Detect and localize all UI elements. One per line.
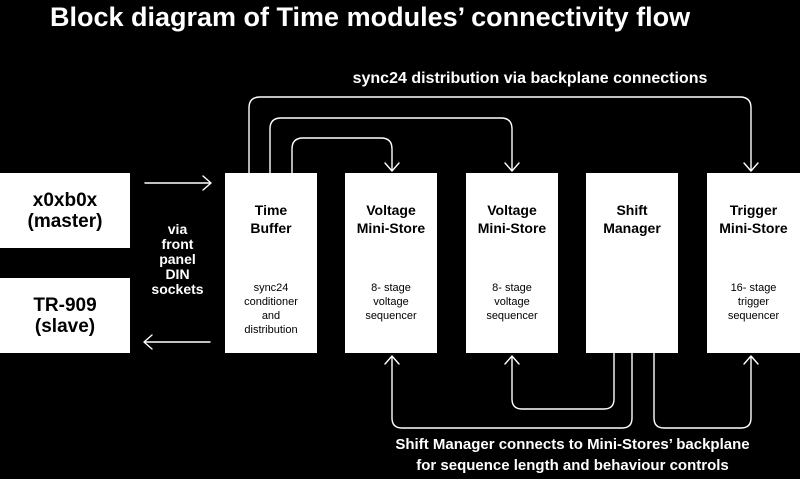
tms-name-line-1: Trigger <box>729 202 778 218</box>
via-line-1: via <box>167 221 188 237</box>
vms2-desc-line-1: 8- stage <box>492 282 532 294</box>
trigger-mini-store-module: Trigger Mini-Store 16- stage trigger seq… <box>707 173 800 353</box>
time-buffer-desc: sync24 conditioner and distribution <box>225 281 317 337</box>
voltage-mini-store-2-name: Voltage Mini-Store <box>466 201 558 237</box>
vms1-name-line-1: Voltage <box>366 202 416 218</box>
front-panel-din-label: via front panel DIN sockets <box>130 222 225 297</box>
x0xb0x-label: x0xb0x <box>32 189 98 211</box>
shift-manager-module: Shift Manager <box>586 173 678 353</box>
shift-link-voltage-mini-store-2 <box>504 352 615 410</box>
shift-manager-name-line-1: Shift <box>616 202 648 218</box>
via-line-2: front <box>161 236 194 252</box>
time-buffer-name: Time Buffer <box>225 201 317 237</box>
voltage-mini-store-1-module: Voltage Mini-Store 8- stage voltage sequ… <box>345 173 437 353</box>
tr909-label: TR-909 <box>33 294 97 316</box>
time-buffer-module: Time Buffer sync24 conditioner and distr… <box>225 173 317 353</box>
time-buffer-name-line-2: Buffer <box>250 220 292 236</box>
vms1-name-line-2: Mini-Store <box>356 220 426 236</box>
trigger-mini-store-desc: 16- stage trigger sequencer <box>707 281 800 323</box>
x0xb0x-master-box: x0xb0x (master) <box>0 173 130 248</box>
tms-desc-line-1: 16- stage <box>730 282 777 294</box>
diagram-title: Block diagram of Time modules’ connectiv… <box>50 2 691 32</box>
via-line-3: panel <box>159 251 196 267</box>
tr909-slave-box: TR-909 (slave) <box>0 278 130 353</box>
sync24-link-trigger-mini-store <box>248 96 759 174</box>
vms2-desc-line-2: voltage <box>494 296 530 308</box>
vms2-name-line-2: Mini-Store <box>477 220 547 236</box>
tms-desc-line-2: trigger <box>737 296 770 308</box>
master-label: (master) <box>27 210 103 232</box>
shift-caption-line-1: Shift Manager connects to Mini-Stores’ b… <box>395 436 750 453</box>
time-buffer-desc-line-2: conditioner <box>244 296 298 308</box>
vms2-name-line-1: Voltage <box>487 202 537 218</box>
arrow-master-to-time-buffer <box>144 175 212 191</box>
shift-manager-name-line-2: Manager <box>603 220 661 236</box>
shift-link-voltage-mini-store-1 <box>384 352 633 429</box>
via-line-4: DIN <box>165 266 190 282</box>
via-line-5: sockets <box>151 281 204 297</box>
voltage-mini-store-1-name: Voltage Mini-Store <box>345 201 437 237</box>
vms1-desc-line-2: voltage <box>373 296 409 308</box>
sync24-link-voltage-mini-store-2 <box>269 117 520 174</box>
time-buffer-desc-line-1: sync24 <box>253 282 289 294</box>
trigger-mini-store-name: Trigger Mini-Store <box>707 201 800 237</box>
slave-label: (slave) <box>34 315 96 337</box>
voltage-mini-store-2-module: Voltage Mini-Store 8- stage voltage sequ… <box>466 173 558 353</box>
tms-desc-line-3: sequencer <box>727 310 780 322</box>
time-buffer-desc-line-3: and <box>261 310 281 322</box>
voltage-mini-store-1-desc: 8- stage voltage sequencer <box>345 281 437 323</box>
voltage-mini-store-2-desc: 8- stage voltage sequencer <box>466 281 558 323</box>
arrow-time-buffer-to-slave <box>143 334 211 350</box>
vms1-desc-line-1: 8- stage <box>371 282 411 294</box>
time-buffer-name-line-1: Time <box>254 202 288 218</box>
sync24-link-voltage-mini-store-1 <box>291 137 400 174</box>
shift-manager-caption: Shift Manager connects to Mini-Stores’ b… <box>345 434 800 476</box>
shift-manager-name: Shift Manager <box>586 201 678 237</box>
tms-name-line-2: Mini-Store <box>719 220 788 236</box>
vms1-desc-line-3: sequencer <box>365 310 417 322</box>
vms2-desc-line-3: sequencer <box>486 310 538 322</box>
shift-caption-line-2: for sequence length and behaviour contro… <box>416 457 729 474</box>
time-buffer-desc-line-4: distribution <box>244 324 298 336</box>
shift-link-trigger-mini-store <box>653 352 759 429</box>
sync24-caption: sync24 distribution via backplane connec… <box>352 70 708 87</box>
